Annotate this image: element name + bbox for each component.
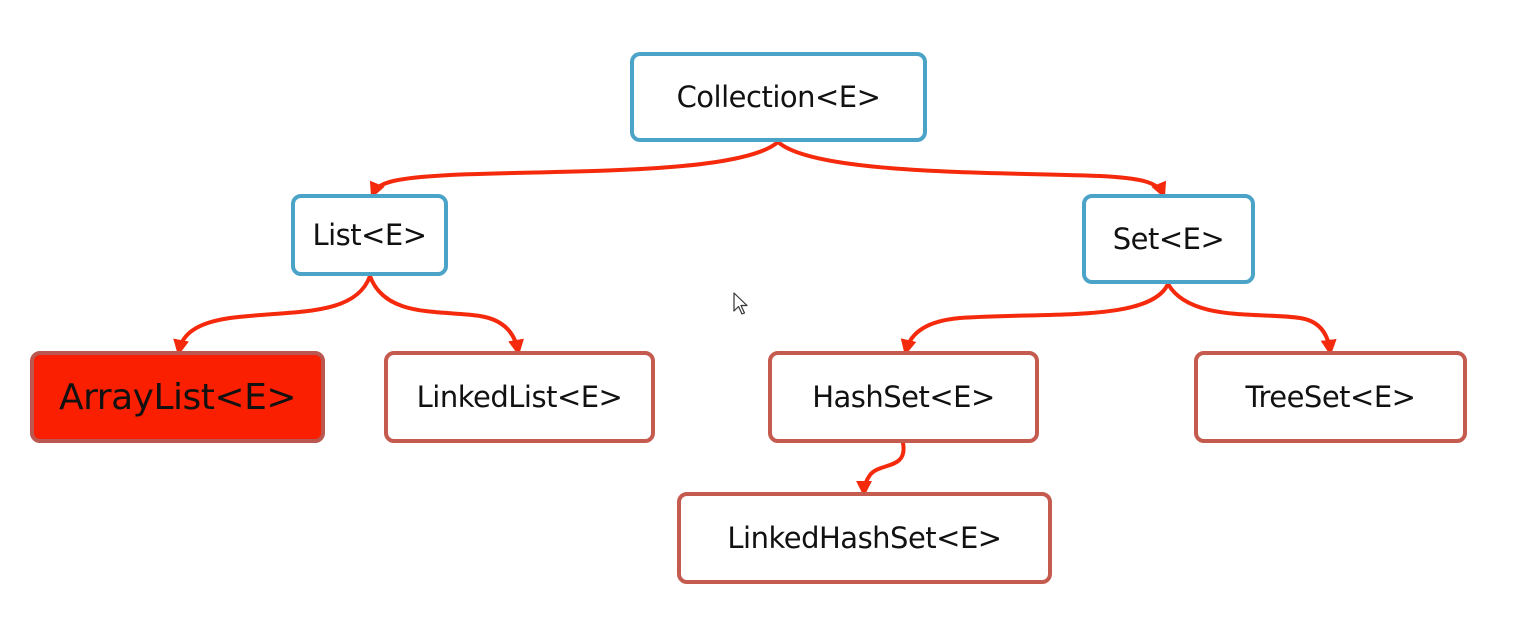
node-collection: Collection<E> — [630, 52, 927, 142]
edge-collection-set — [776, 140, 1167, 199]
node-arraylist-label: ArrayList<E> — [59, 376, 296, 418]
edge-set-hashset — [900, 282, 1170, 356]
edge-collection-list — [369, 140, 780, 199]
edge-list-arraylist — [173, 274, 372, 356]
node-set-label: Set<E> — [1112, 222, 1225, 256]
node-collection-label: Collection<E> — [676, 80, 881, 114]
node-hashset: HashSet<E> — [768, 351, 1039, 443]
node-treeset-label: TreeSet<E> — [1245, 380, 1416, 414]
node-linkedhashset: LinkedHashSet<E> — [677, 492, 1052, 584]
node-set: Set<E> — [1082, 194, 1255, 284]
mouse-cursor-icon — [733, 292, 748, 315]
node-hashset-label: HashSet<E> — [812, 380, 995, 414]
node-linkedlist: LinkedList<E> — [384, 351, 655, 443]
node-list: List<E> — [291, 194, 448, 276]
node-arraylist: ArrayList<E> — [30, 351, 325, 443]
node-linkedhashset-label: LinkedHashSet<E> — [727, 521, 1002, 555]
edge-list-linkedlist — [368, 274, 524, 356]
node-list-label: List<E> — [312, 218, 427, 252]
node-linkedlist-label: LinkedList<E> — [416, 380, 623, 414]
edge-hashset-linkedhashset — [856, 441, 906, 497]
edge-set-treeset — [1166, 282, 1337, 356]
node-treeset: TreeSet<E> — [1194, 351, 1467, 443]
